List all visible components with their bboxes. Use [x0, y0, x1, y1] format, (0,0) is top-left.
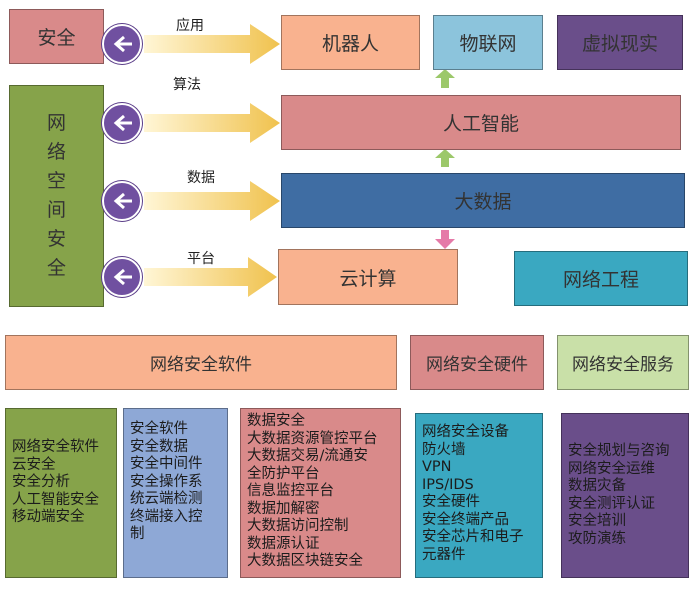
bigdata-box: 大数据 — [281, 173, 685, 228]
right-arrow-data — [144, 181, 280, 221]
hardware-category-label: 网络安全硬件 — [426, 355, 528, 375]
list-item: IPS/IDS — [422, 476, 474, 493]
arrow-label-apply: 应用 — [176, 18, 204, 34]
list-item: 安全终端产品 — [422, 511, 509, 528]
list-item: 统云端检测 — [130, 491, 203, 507]
list-item: 大数据交易/流通安 — [247, 448, 368, 464]
ai-label: 人工智能 — [442, 113, 519, 135]
cloud-label: 云计算 — [339, 267, 397, 290]
up-arrow-iot — [435, 69, 455, 88]
list-item: 数据加解密 — [247, 500, 320, 517]
list-item: 大数据访问控制 — [247, 518, 349, 534]
list-item: 大数据资源管控平台 — [247, 430, 378, 447]
ai-box: 人工智能 — [281, 95, 681, 150]
security-box: 安全 — [9, 9, 104, 64]
vr-label: 虚拟现实 — [581, 33, 658, 55]
security-label: 安全 — [37, 27, 76, 49]
left-arrow-circle-icon — [102, 257, 142, 297]
list-item: 大数据区块链安全 — [247, 553, 363, 569]
list-item: 安全规划与咨询 — [568, 443, 670, 459]
cyberspace-security-box: 网 络 空 间 安 全 — [9, 85, 104, 307]
left-arrow-icon — [113, 268, 132, 286]
list-item: 制 — [130, 526, 145, 542]
list-item: 终端接入控 — [130, 508, 203, 525]
left-arrow-icon — [113, 35, 132, 53]
list-item: 安全测评认证 — [568, 495, 655, 512]
net-engineering-box: 网络工程 — [514, 251, 688, 306]
list-item: 安全操作系 — [130, 473, 203, 490]
right-arrow-platform — [144, 257, 277, 297]
down-arrow-bigdata — [435, 230, 455, 249]
up-arrow-ai — [435, 149, 455, 167]
list-item: 云安全 — [12, 456, 56, 473]
cloud-box: 云计算 — [278, 249, 458, 305]
arrow-label-data: 数据 — [187, 170, 215, 186]
right-arrow-algorithm — [144, 103, 280, 143]
right-arrow-apply — [144, 24, 280, 64]
left-arrow-circle-icon — [102, 181, 142, 221]
bigdata-label: 大数据 — [454, 191, 512, 213]
arrow-label-platform: 平台 — [187, 251, 215, 267]
list-item: 网络安全运维 — [568, 460, 655, 477]
cyberspace-char: 空 — [46, 170, 66, 192]
list-item: 安全软件 — [130, 421, 188, 437]
list-item: 人工智能安全 — [12, 491, 99, 508]
left-arrow-circle-icon — [102, 103, 142, 143]
list-item: 数据源认证 — [247, 535, 320, 552]
iot-box: 物联网 — [433, 15, 543, 70]
net-engineering-label: 网络工程 — [562, 269, 639, 291]
list-item: 安全芯片和电子 — [422, 529, 524, 545]
robot-label: 机器人 — [321, 33, 379, 55]
list-item: 元器件 — [422, 546, 466, 563]
hardware-list: 网络安全设备 防火墙 VPN IPS/IDS 安全硬件 安全终端产品 安全芯片和… — [415, 413, 543, 578]
list-item: 数据安全 — [247, 413, 305, 429]
service-category: 网络安全服务 — [557, 335, 689, 390]
list-item: 移动端安全 — [12, 509, 85, 525]
hardware-category: 网络安全硬件 — [410, 335, 544, 390]
list-item: 数据灾备 — [568, 478, 626, 494]
cyberspace-char: 网 — [46, 112, 66, 134]
cyberspace-char: 络 — [46, 141, 66, 163]
list-item: 信息监控平台 — [247, 483, 334, 499]
software-list-2: 安全软件 安全数据 安全中间件 安全操作系 统云端检测 终端接入控 制 — [123, 408, 228, 578]
list-item: 安全硬件 — [422, 494, 480, 510]
list-item: 攻防演练 — [568, 530, 626, 547]
software-list-1: 网络安全软件 云安全 安全分析 人工智能安全 移动端安全 — [5, 408, 117, 578]
list-item: 全防护平台 — [247, 465, 320, 482]
robot-box: 机器人 — [281, 15, 420, 70]
software-category: 网络安全软件 — [5, 335, 397, 390]
software-list-3: 数据安全 大数据资源管控平台 大数据交易/流通安 全防护平台 信息监控平台 数据… — [240, 408, 401, 578]
list-item: 安全培训 — [568, 513, 626, 529]
service-list: 安全规划与咨询 网络安全运维 数据灾备 安全测评认证 安全培训 攻防演练 — [561, 413, 689, 578]
list-item: 网络安全软件 — [12, 439, 99, 455]
vr-box: 虚拟现实 — [557, 15, 683, 70]
software-category-label: 网络安全软件 — [150, 355, 252, 375]
list-item: VPN — [422, 459, 452, 475]
list-item: 防火墙 — [422, 441, 466, 458]
left-arrow-circle-icon — [102, 24, 142, 64]
list-item: 网络安全设备 — [422, 424, 509, 440]
arrow-label-algorithm: 算法 — [173, 77, 201, 93]
left-arrow-icon — [113, 192, 132, 210]
service-category-label: 网络安全服务 — [572, 355, 674, 375]
list-item: 安全数据 — [130, 438, 188, 455]
cyberspace-char: 全 — [46, 257, 66, 279]
left-arrow-icon — [113, 114, 132, 132]
iot-label: 物联网 — [459, 33, 517, 55]
cyberspace-char: 安 — [46, 228, 66, 250]
list-item: 安全分析 — [12, 474, 70, 490]
list-item: 安全中间件 — [130, 456, 203, 472]
cyberspace-char: 间 — [46, 199, 66, 221]
